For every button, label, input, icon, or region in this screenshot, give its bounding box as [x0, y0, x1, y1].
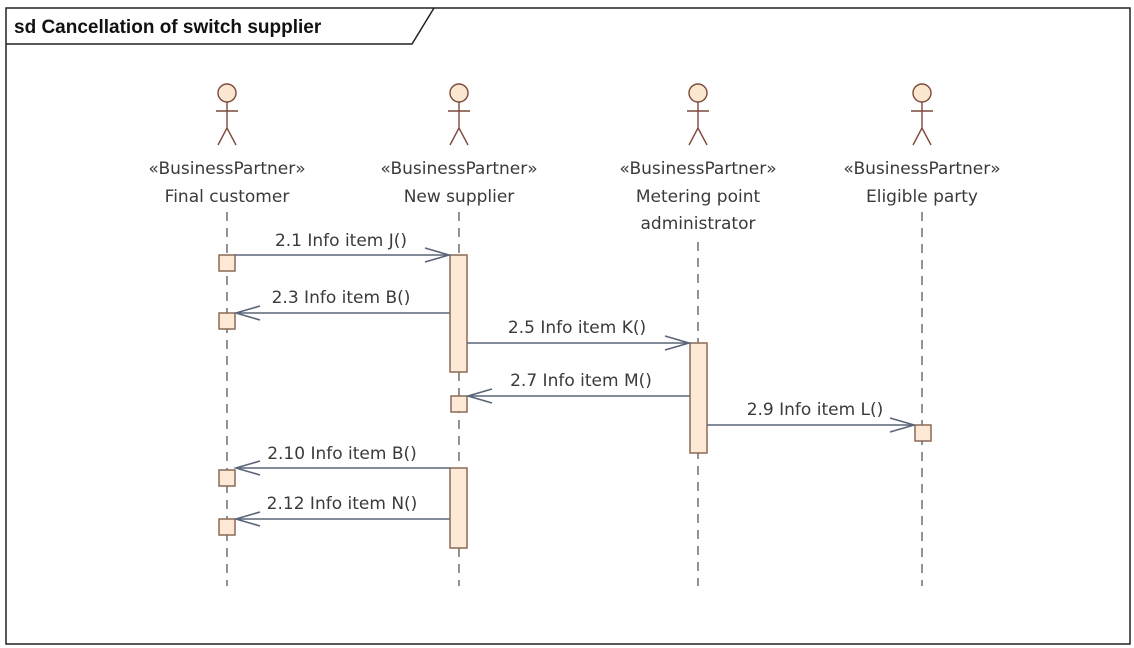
actor-name: Metering point [636, 187, 761, 207]
execution-square [218, 254, 236, 272]
actor-name: administrator [641, 214, 756, 234]
actor-name: New supplier [404, 187, 515, 207]
message-label: 2.12 Info item N() [267, 494, 418, 514]
stick-figure-icon [216, 83, 238, 146]
diagram-frame [5, 7, 1131, 645]
activation-bar [689, 342, 708, 454]
frame-title-tab [6, 7, 435, 45]
actor-stereotype: «BusinessPartner» [380, 159, 537, 179]
actor-name: Eligible party [866, 187, 978, 207]
execution-square [914, 424, 932, 442]
arrowhead-icon [233, 305, 261, 321]
arrowhead-icon [233, 511, 261, 527]
activation-bars [218, 254, 932, 549]
frame-title: sd Cancellation of switch supplier [14, 17, 322, 38]
stick-figure-icon [911, 83, 933, 146]
message-label: 2.3 Info item B() [272, 288, 411, 308]
message-label: 2.5 Info item K() [508, 318, 646, 338]
arrowhead-icon [424, 247, 452, 263]
actor-stereotype: «BusinessPartner» [619, 159, 776, 179]
arrowhead-icon [664, 335, 692, 351]
execution-square [218, 518, 236, 536]
execution-square [218, 312, 236, 330]
activation-bar [449, 254, 468, 373]
arrowhead-icon [889, 417, 917, 433]
actor-stereotype: «BusinessPartner» [148, 159, 305, 179]
actor-stereotype: «BusinessPartner» [843, 159, 1000, 179]
stick-figure-icon [687, 83, 709, 146]
execution-square [218, 469, 236, 487]
stick-figure-icon [448, 83, 470, 146]
message-label: 2.1 Info item J() [275, 231, 407, 251]
message-label: 2.9 Info item L() [747, 400, 884, 420]
messages [233, 247, 917, 527]
actor-name: Final customer [165, 187, 290, 207]
arrowhead-icon [465, 388, 493, 404]
arrowhead-icon [233, 460, 261, 476]
execution-square [450, 395, 468, 413]
lifelines [226, 212, 923, 586]
message-label: 2.7 Info item M() [510, 371, 652, 391]
message-label: 2.10 Info item B() [267, 444, 417, 464]
activation-bar [449, 467, 468, 549]
